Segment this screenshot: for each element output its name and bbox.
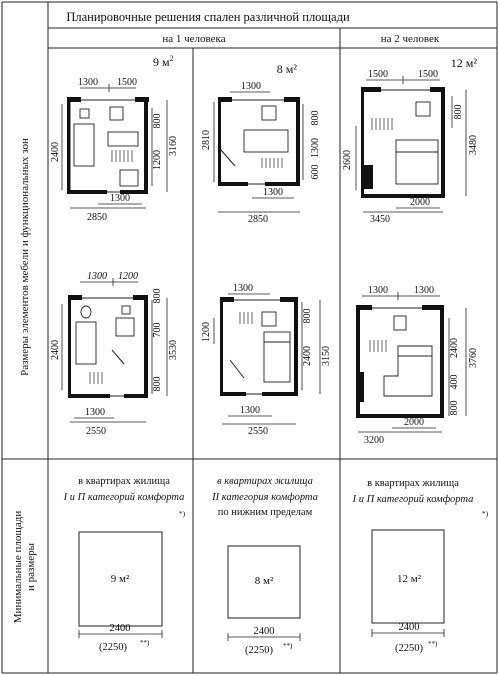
- svg-text:в квартирах жилища: в квартирах жилища: [78, 476, 170, 487]
- minimum-area-1: 9 м² 2400 (2250) **): [78, 531, 163, 653]
- dim-label: 1500: [418, 69, 438, 80]
- plan-area-label: 8 м²: [277, 62, 298, 76]
- dim-label: 400: [449, 375, 460, 390]
- dim-label: 2550: [248, 426, 268, 437]
- dim-label: 1300: [414, 285, 434, 296]
- dim-label: 3530: [168, 340, 179, 360]
- dim-label: 1300: [110, 193, 130, 204]
- dim-label: 2000: [410, 197, 430, 208]
- plan-area-label: 9 м2: [153, 54, 174, 69]
- svg-text:I и П категорий комфорта: I и П категорий комфорта: [352, 494, 474, 505]
- minimum-area-2: 8 м² 2400 (2250) **): [227, 545, 301, 656]
- svg-text:*): *): [179, 509, 186, 518]
- dim-label: 1300: [368, 285, 388, 296]
- dim-label: 2400: [449, 338, 460, 358]
- dim-label: 1300: [240, 405, 260, 416]
- plan-9m2-variant-2: 1300 1200 2400 800 700 800 3530 1300 255…: [50, 271, 179, 437]
- dim-label: 800: [302, 309, 313, 324]
- svg-text:по нижним пределам: по нижним пределам: [218, 507, 313, 518]
- column-header-2-persons: на 2 человек: [381, 33, 440, 45]
- minimum-area-label: 9 м²: [111, 573, 130, 585]
- minimum-alt-width-label: (2250): [245, 645, 273, 656]
- svg-text:II категория комфорта: II категория комфорта: [211, 492, 318, 503]
- dim-label: 2850: [248, 214, 268, 225]
- plan-12m2-variant-1: 12 м² 1500 1500 2600 800 3480 2000 3450: [342, 56, 479, 225]
- dim-label: 1300: [263, 187, 283, 198]
- dim-label: 1300: [241, 81, 261, 92]
- dim-label: 600: [310, 165, 321, 180]
- minimum-area-label: 12 м²: [397, 573, 422, 585]
- dim-label: 1300: [87, 271, 107, 282]
- dim-label: 1200: [118, 271, 138, 282]
- row-label-minimum-2: и размеры: [25, 542, 37, 591]
- minimum-area-label: 8 м²: [255, 575, 274, 587]
- dim-label: 1300: [310, 138, 321, 158]
- plan-8m2-variant-2: 1300 1200 800 2400 3150 1300 2550: [201, 283, 332, 437]
- row-label-furniture: Размеры элементов мебели и функциональны…: [19, 138, 31, 376]
- dim-label: 2850: [87, 212, 107, 223]
- minimum-alt-width-label: (2250): [395, 643, 423, 654]
- dim-label: 800: [152, 114, 163, 129]
- dim-label: 2810: [201, 130, 212, 150]
- minimum-width-label: 2400: [399, 622, 420, 633]
- svg-text:в квартирах жилища: в квартирах жилища: [367, 478, 459, 489]
- plan-9m2-variant-1: 9 м2 1300 1500 2400 800 1200 3160 1300 2…: [50, 54, 179, 223]
- dim-label: 1500: [117, 77, 137, 88]
- dim-label: 800: [152, 289, 163, 304]
- dim-label: 800: [152, 377, 163, 392]
- dim-label: 3150: [321, 346, 332, 366]
- dim-label: 2400: [50, 142, 61, 162]
- dim-label: 2550: [86, 426, 106, 437]
- dim-label: 2000: [404, 417, 424, 428]
- dim-label: 3760: [468, 348, 479, 368]
- dim-label: 3200: [364, 435, 384, 446]
- dim-label: 3450: [370, 214, 390, 225]
- table-title: Планировочные решения спален различной п…: [66, 10, 350, 24]
- dim-label: 1500: [368, 69, 388, 80]
- dim-label: 800: [310, 111, 321, 126]
- dim-label: 2400: [302, 346, 313, 366]
- row-label-minimum-1: Минимальные площади: [12, 511, 24, 624]
- svg-text:*): *): [482, 509, 489, 518]
- svg-text:I и П категорий комфорта: I и П категорий комфорта: [63, 492, 185, 503]
- plan-12m2-variant-2: 1300 1300 2400 400 800 3760 2000 3200: [356, 285, 479, 446]
- plan-area-label: 12 м²: [451, 56, 478, 70]
- plan-8m2-variant-1: 8 м² 1300 2810 800 1300 600 1300 2850: [201, 62, 321, 225]
- dim-label: 3160: [168, 136, 179, 156]
- category-caption-1: в квартирах жилища I и П категорий комфо…: [63, 476, 186, 518]
- minimum-note: **): [140, 639, 150, 647]
- dim-label: 1300: [78, 77, 98, 88]
- dim-label: 700: [152, 323, 163, 338]
- minimum-note: **): [283, 642, 293, 650]
- dim-label: 1200: [152, 150, 163, 170]
- minimum-width-label: 2400: [110, 623, 131, 634]
- svg-text:в квартирах жилища: в квартирах жилища: [217, 476, 313, 487]
- category-caption-2: в квартирах жилища II категория комфорта…: [211, 476, 318, 518]
- category-caption-3: в квартирах жилища I и П категорий комфо…: [352, 478, 489, 518]
- dim-label: 800: [453, 105, 464, 120]
- minimum-note: **): [428, 640, 438, 648]
- dim-label: 3480: [468, 135, 479, 155]
- dim-label: 1200: [201, 322, 212, 342]
- dim-label: 1300: [233, 283, 253, 294]
- minimum-alt-width-label: (2250): [99, 642, 127, 653]
- dim-label: 2400: [50, 340, 61, 360]
- dim-label: 1300: [85, 407, 105, 418]
- minimum-width-label: 2400: [254, 626, 275, 637]
- dim-label: 2600: [342, 150, 353, 170]
- column-header-1-person: на 1 человека: [162, 33, 225, 45]
- dim-label: 800: [449, 401, 460, 416]
- minimum-area-3: 12 м² 2400 (2250) **): [371, 529, 445, 654]
